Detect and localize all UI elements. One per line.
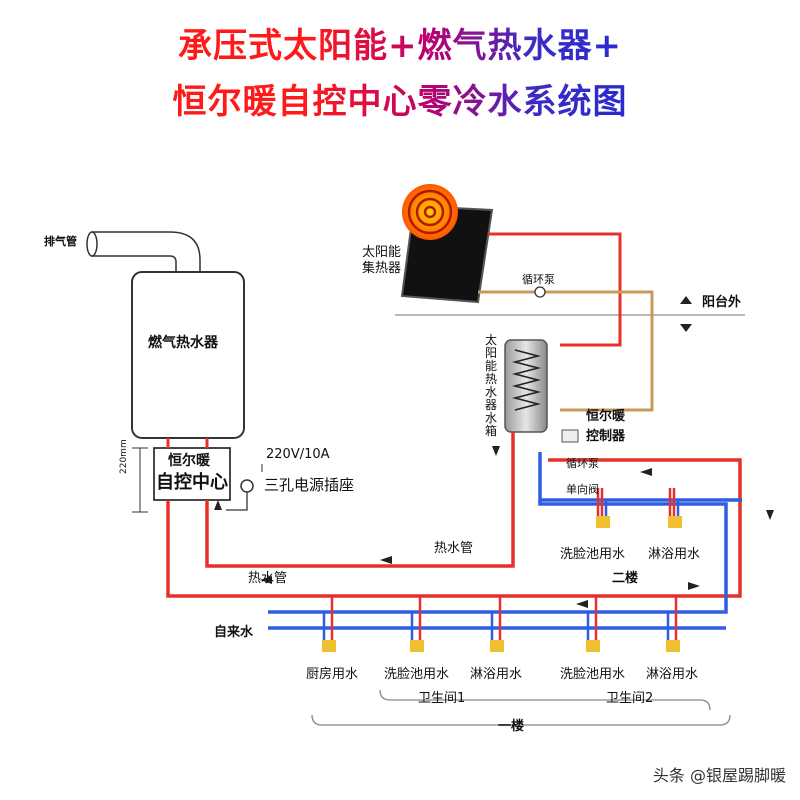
outlet-1f-washbasin-2: 洗脸池用水 <box>560 667 626 682</box>
outlet-1f-washbasin-1: 洗脸池用水 <box>384 667 450 682</box>
dimension-marker <box>132 447 148 513</box>
controller-label-line2: 控制器 <box>586 429 626 444</box>
controller-label-line1: 恒尔暖 <box>586 409 626 424</box>
outlet-1f-kitchen: 厨房用水 <box>306 667 359 682</box>
gas-water-heater-box <box>131 271 245 439</box>
balcony-outside-label: 阳台外 <box>702 295 742 310</box>
check-valve-label: 单向阀 <box>566 483 599 496</box>
floor-braces <box>311 689 731 726</box>
flow-arrows <box>214 446 774 608</box>
solar-collector-label-line1: 太阳能 <box>362 245 402 260</box>
power-socket-label: 三孔电源插座 <box>264 476 355 494</box>
bathroom-1-label: 卫生间1 <box>418 691 466 706</box>
solar-collector <box>400 184 494 304</box>
outlet-2f-washbasin: 洗脸池用水 <box>560 547 626 562</box>
exhaust-pipe-label: 排气管 <box>44 235 77 248</box>
control-center-label-line2: 自控中心 <box>156 472 228 493</box>
outlet-1f-shower-2: 淋浴用水 <box>646 667 699 682</box>
power-spec-label: 220V/10A <box>266 447 330 462</box>
tap-water-label: 自来水 <box>214 625 254 640</box>
control-center-box <box>153 447 231 501</box>
first-floor-fixtures <box>322 596 680 652</box>
circulation-pump-mid-label: 循环泵 <box>566 457 599 470</box>
main-hot-water-pipes <box>166 432 742 598</box>
hot-water-pipe-label-mid: 热水管 <box>434 541 474 556</box>
second-floor-fixtures <box>596 488 682 528</box>
heater-connectors <box>166 438 209 448</box>
title-line-1: 承压式太阳能+燃气热水器+ <box>178 26 622 66</box>
solar-collector-label-line2: 集热器 <box>362 261 402 276</box>
controller-box <box>561 429 579 443</box>
gas-water-heater-label: 燃气热水器 <box>148 335 218 351</box>
outlet-2f-shower: 淋浴用水 <box>648 547 701 562</box>
outlet-1f-shower-1: 淋浴用水 <box>470 667 523 682</box>
hot-water-pipe-label-low: 热水管 <box>248 571 288 586</box>
second-floor-label: 二楼 <box>612 571 639 586</box>
solar-tank-label: 太阳能热水器水箱 <box>484 333 497 438</box>
arrow-up-icon <box>680 296 692 304</box>
exhaust-pipe <box>86 231 201 279</box>
circulation-pump-top-label: 循环泵 <box>522 273 555 286</box>
arrow-down-icon <box>680 324 692 332</box>
first-floor-label: 一楼 <box>498 719 525 734</box>
solar-loop-pipes <box>478 232 654 412</box>
power-socket-symbol <box>240 479 254 493</box>
control-center-label-line1: 恒尔暖 <box>168 453 210 469</box>
solar-water-tank <box>504 339 548 433</box>
watermark: 头条 @银屋踢脚暖 <box>652 766 786 785</box>
dimension-label: 220mm <box>119 439 129 474</box>
title-line-2: 恒尔暖自控中心零冷水系统图 <box>172 82 628 122</box>
bathroom-2-label: 卫生间2 <box>606 691 654 706</box>
